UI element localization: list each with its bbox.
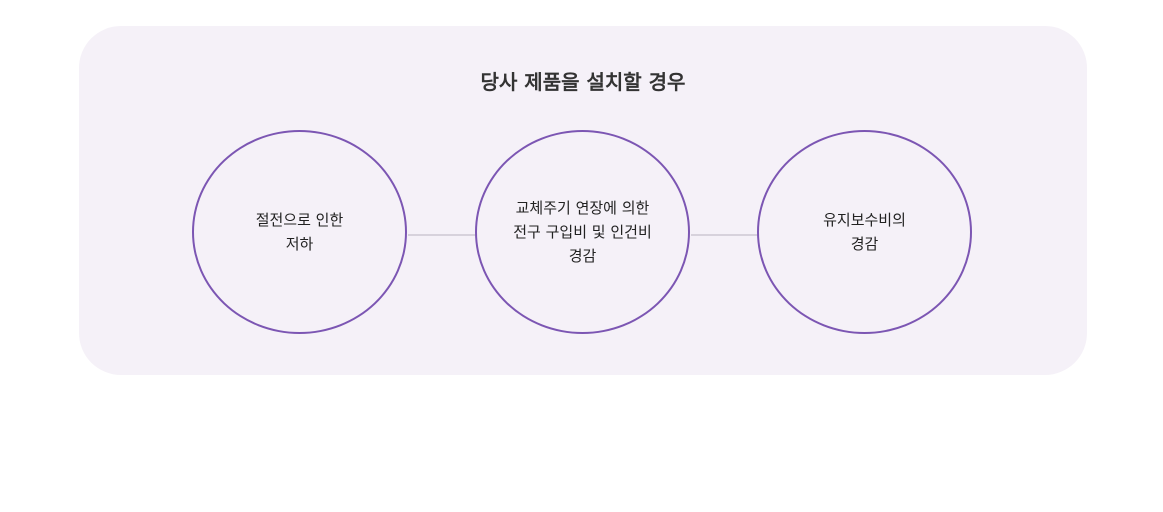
benefit-label-maintenance: 유지보수비의 경감	[823, 211, 906, 253]
benefit-circle-replacement-cycle: 교체주기 연장에 의한 전구 구입비 및 인건비 경감	[475, 130, 690, 334]
panel-title: 당사 제품을 설치할 경우	[480, 70, 686, 94]
benefits-panel: 당사 제품을 설치할 경우 절전으로 인한 저하 교체주기 연장에 의한 전구 …	[79, 26, 1087, 375]
connector-line-2	[691, 234, 759, 236]
connector-line-1	[408, 234, 476, 236]
benefit-label-power-saving: 절전으로 인한 저하	[255, 211, 344, 253]
benefit-label-replacement-cycle: 교체주기 연장에 의한 전구 구입비 및 인건비 경감	[513, 199, 652, 265]
benefit-circle-maintenance: 유지보수비의 경감	[757, 130, 972, 334]
benefit-circle-power-saving: 절전으로 인한 저하	[192, 130, 407, 334]
